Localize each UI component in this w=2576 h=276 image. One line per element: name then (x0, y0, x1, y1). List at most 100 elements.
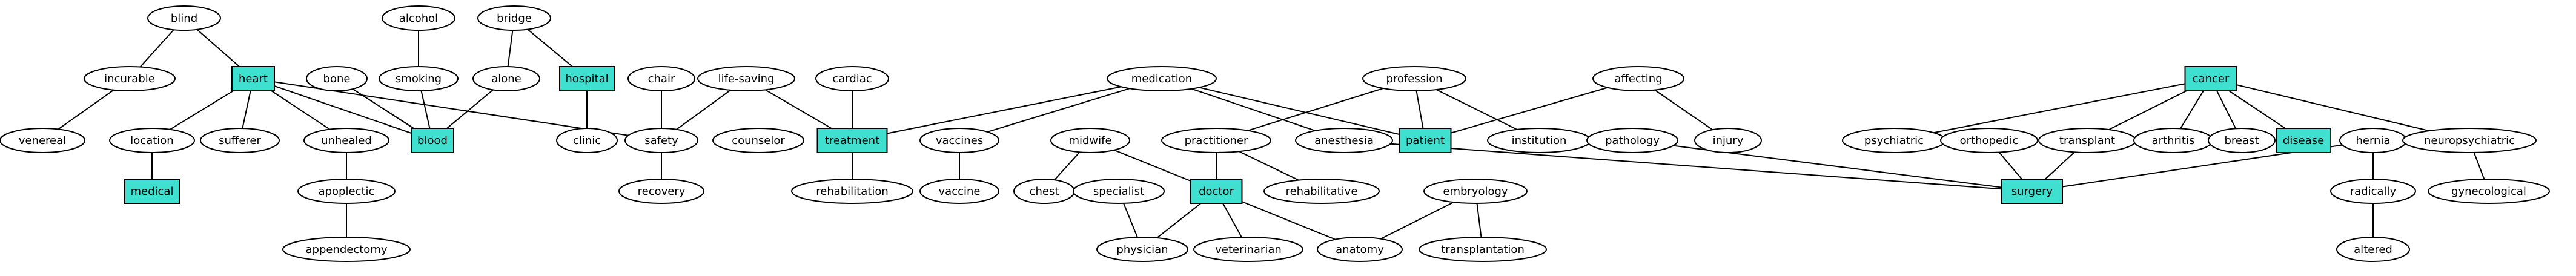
node-bone: bone (306, 66, 368, 91)
node-chair: chair (627, 66, 695, 91)
node-recovery: recovery (618, 179, 704, 204)
node-label: affecting (1614, 73, 1662, 85)
node-shape (919, 128, 999, 153)
node-shape (1694, 128, 1762, 153)
node-alone: alone (472, 66, 540, 91)
node-shape (1263, 179, 1380, 204)
node-label: embryology (1443, 185, 1508, 198)
node-vaccines: vaccines (919, 128, 999, 153)
edge-anesthesia-surgery (1343, 140, 2033, 192)
node-shape (1592, 66, 1684, 91)
node-label: hernia (2356, 134, 2390, 147)
node-shape (0, 128, 85, 153)
node-shape (816, 128, 888, 153)
node-shape (477, 5, 551, 31)
node-shape (2276, 128, 2331, 153)
node-label: sufferer (219, 134, 261, 147)
node-injury: injury (1694, 128, 1762, 153)
node-shape (815, 66, 889, 91)
node-label: bone (323, 73, 351, 85)
node-shape (618, 179, 704, 204)
node-shape (2184, 66, 2237, 91)
node-treatment: treatment (816, 128, 888, 153)
edge-heart-blood (253, 78, 433, 141)
node-rehabilitation: rehabilitation (791, 179, 913, 204)
node-shape (282, 237, 411, 262)
node-label: pathology (1605, 134, 1660, 147)
node-label: profession (1386, 73, 1442, 85)
node-shape (1586, 128, 1678, 153)
node-safety: safety (624, 128, 698, 153)
node-shape (1295, 128, 1393, 153)
node-label: gynecological (2451, 185, 2526, 198)
node-shape (1940, 128, 2038, 153)
node-physician: physician (1096, 237, 1188, 262)
edge-cancer-neuropsychiatric (2210, 78, 2470, 141)
node-practitioner: practitioner (1161, 128, 1271, 153)
node-institution: institution (1487, 128, 1591, 153)
node-psychiatric: psychiatric (1842, 128, 1946, 153)
node-label: safety (644, 134, 678, 147)
node-shape (1073, 179, 1165, 204)
node-shape (84, 66, 176, 91)
node-shape (124, 179, 180, 204)
node-label: patient (1406, 134, 1445, 147)
node-label: life-saving (718, 73, 775, 85)
node-shape (200, 128, 280, 153)
node-bridge: bridge (477, 5, 551, 31)
node-profession: profession (1362, 66, 1466, 91)
node-label: clinic (573, 134, 601, 147)
node-rehabilitative: rehabilitative (1263, 179, 1380, 204)
node-shape (1107, 66, 1217, 91)
node-label: surgery (2011, 185, 2053, 198)
node-sufferer: sufferer (200, 128, 280, 153)
node-transplantation: transplantation (1419, 237, 1547, 262)
edge-medication-treatment (852, 78, 1162, 141)
node-blind: blind (147, 5, 221, 31)
node-label: neuropsychiatric (2424, 134, 2515, 147)
node-shape (2336, 237, 2410, 262)
node-shape (791, 179, 913, 204)
node-label: cancer (2193, 73, 2230, 85)
node-shape (627, 66, 695, 91)
node-shape (1096, 237, 1188, 262)
node-blood: blood (411, 128, 454, 153)
node-shape (411, 128, 454, 153)
node-label: rehabilitation (816, 185, 889, 198)
node-chest: chest (1013, 179, 1075, 204)
node-label: breast (2225, 134, 2259, 147)
node-anesthesia: anesthesia (1295, 128, 1393, 153)
node-label: altered (2354, 243, 2392, 256)
node-label: anesthesia (1314, 134, 1374, 147)
node-gynecological: gynecological (2428, 179, 2550, 204)
node-label: medication (1131, 73, 1192, 85)
edge-medication-vaccines (959, 78, 1162, 141)
node-label: appendectomy (305, 243, 387, 256)
node-label: medical (131, 185, 174, 198)
node-neuropsychiatric: neuropsychiatric (2402, 128, 2537, 153)
node-label: venereal (19, 134, 66, 147)
node-appendectomy: appendectomy (282, 237, 411, 262)
node-shape (1419, 237, 1547, 262)
edge-profession-practitioner (1216, 78, 1415, 141)
node-label: veterinarian (1215, 243, 1282, 256)
node-medical: medical (124, 179, 180, 204)
node-unhealed: unhealed (303, 128, 389, 153)
node-incurable: incurable (84, 66, 176, 91)
node-clinic: clinic (556, 128, 618, 153)
node-shape (1317, 237, 1403, 262)
node-vaccine: vaccine (919, 179, 999, 204)
node-label: counselor (732, 134, 785, 147)
node-label: location (130, 134, 173, 147)
node-label: psychiatric (1864, 134, 1924, 147)
node-label: disease (2283, 134, 2324, 147)
node-shape (712, 128, 804, 153)
node-shape (2208, 128, 2276, 153)
node-medication: medication (1107, 66, 1217, 91)
node-affecting: affecting (1592, 66, 1684, 91)
node-shape (1193, 237, 1303, 262)
node-shape (556, 128, 618, 153)
node-hernia: hernia (2339, 128, 2407, 153)
node-label: alcohol (399, 12, 438, 25)
